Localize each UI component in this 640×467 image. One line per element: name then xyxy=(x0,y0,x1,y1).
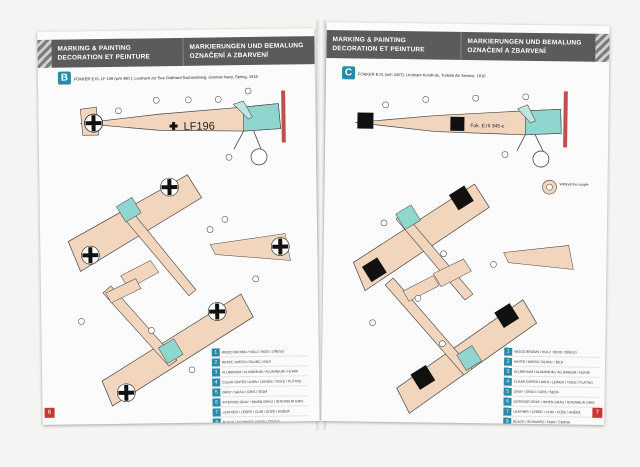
callout-markers xyxy=(78,87,259,374)
tail-detail-inset xyxy=(209,233,291,261)
callout-markers xyxy=(369,93,530,347)
wheel-detail-inset: Without the couple xyxy=(542,179,589,195)
side-view-aircraft: LF196 xyxy=(80,90,286,166)
wheel xyxy=(250,148,268,166)
side-view-aircraft: Fok. E.III 345-c xyxy=(355,91,568,168)
propeller xyxy=(563,91,568,148)
right-drawings: Fok. E.III 345-c Without the couple xyxy=(353,91,589,414)
bottom-view-aircraft xyxy=(384,275,538,414)
page-number: 7 xyxy=(592,407,603,418)
left-drawings: LF196 xyxy=(67,87,291,407)
right-page: MARKING & PAINTING DECORATION ET PEINTUR… xyxy=(321,22,610,425)
side-fuselage-code: LF196 xyxy=(184,120,215,132)
book-gutter xyxy=(316,20,326,430)
inset-note: Without the couple xyxy=(560,182,589,186)
propeller xyxy=(281,90,286,143)
left-page: MARKING & PAINTING DECORATION ET PEINTUR… xyxy=(37,28,320,425)
bottom-view-aircraft xyxy=(101,278,254,407)
top-view-aircraft xyxy=(353,183,490,301)
tail-detail-inset xyxy=(503,245,574,270)
page-number: 6 xyxy=(44,407,55,418)
wheel xyxy=(532,150,550,168)
side-fuselage-code: Fok. E.III 345-c xyxy=(470,123,504,129)
